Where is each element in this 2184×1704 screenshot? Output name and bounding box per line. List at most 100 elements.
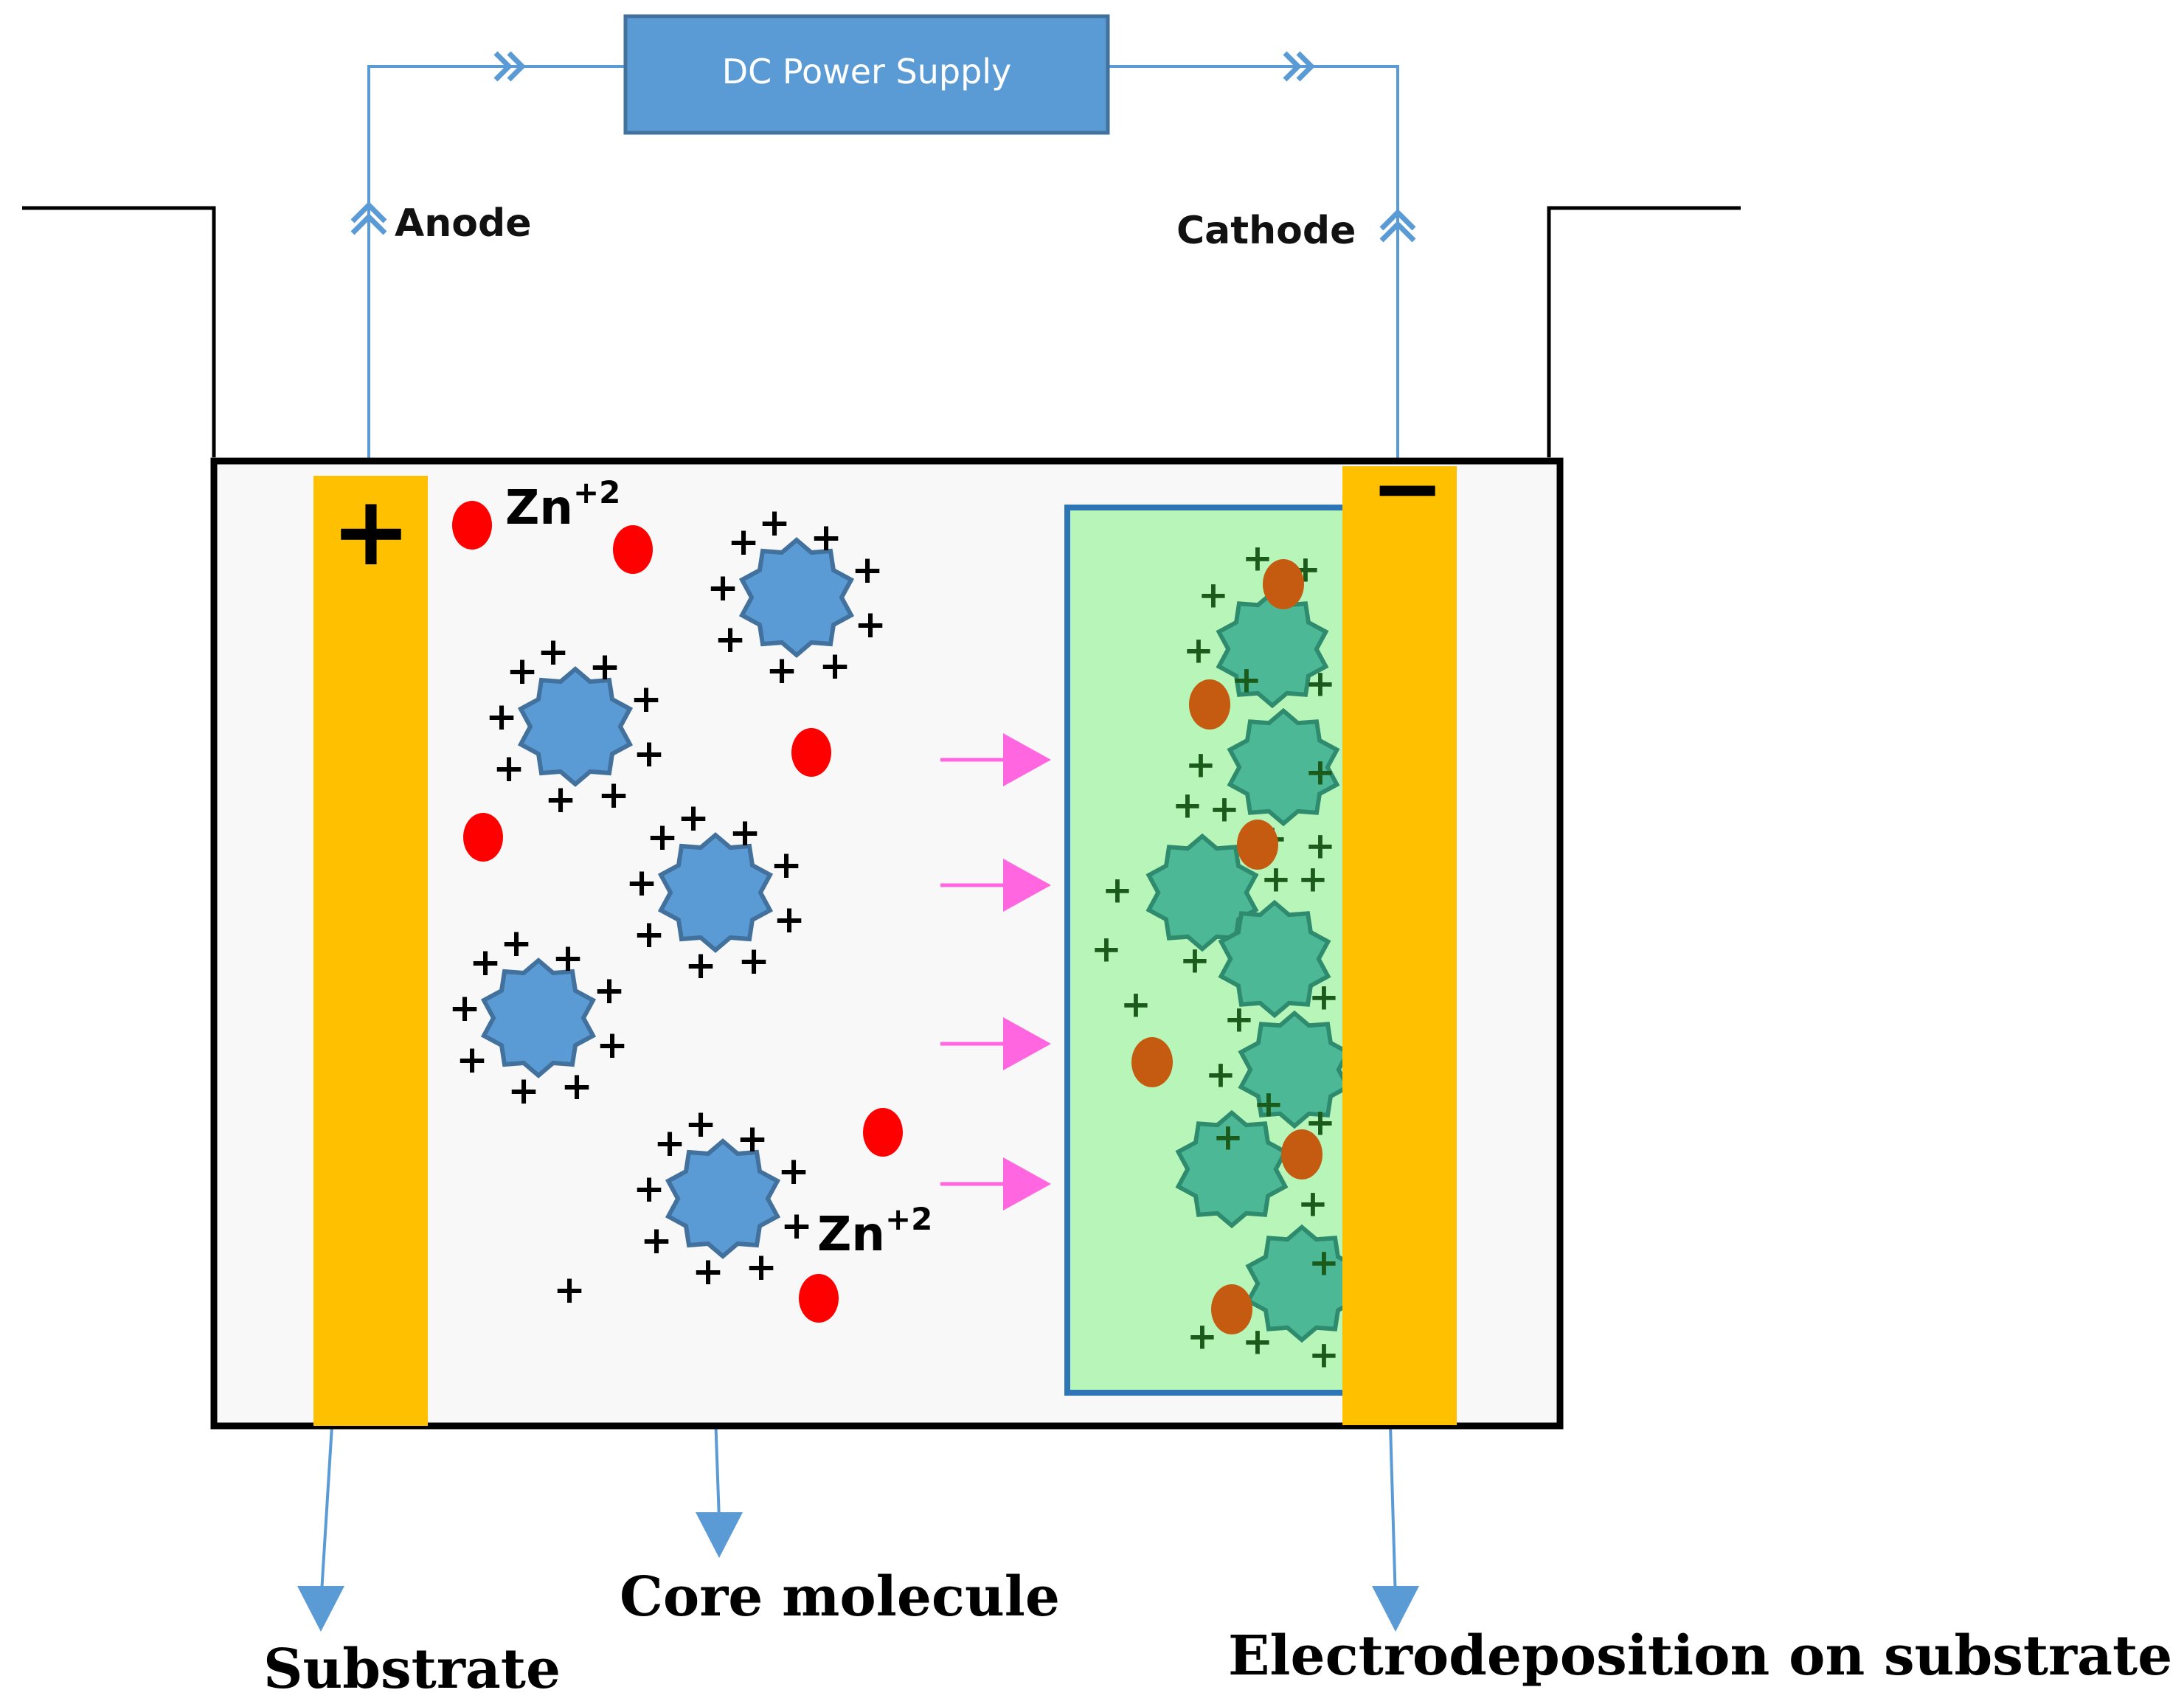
- charge-plus: +: [810, 516, 842, 560]
- wire-chevron-icon: [1283, 51, 1302, 82]
- charge-plus: +: [1102, 869, 1133, 912]
- charge-plus: +: [1308, 1334, 1339, 1376]
- migration-arrow-icon: [1003, 1017, 1051, 1070]
- charge-plus: +: [630, 677, 662, 721]
- charge-plus: +: [777, 1149, 810, 1194]
- charge-plus: +: [773, 898, 805, 942]
- charge-plus: +: [1179, 939, 1210, 982]
- charge-plus: +: [448, 986, 481, 1031]
- cathode-label: Cathode: [1176, 209, 1356, 253]
- deposit-particle-icon: [1237, 820, 1278, 870]
- charge-plus: +: [640, 1219, 673, 1263]
- charge-plus: +: [1185, 744, 1216, 786]
- down-arrow-icon: [696, 1512, 743, 1558]
- charge-plus: +: [625, 861, 658, 905]
- charge-plus: +: [780, 1204, 813, 1248]
- anode-label: Anode: [395, 201, 531, 246]
- zinc-ion-label: Zn+2: [505, 474, 620, 536]
- charge-plus: +: [633, 732, 665, 776]
- charge-plus: +: [684, 943, 717, 988]
- charge-plus: +: [507, 1069, 540, 1113]
- dc-power-supply: DC Power Supply: [623, 14, 1110, 135]
- wire-segment: [367, 65, 625, 476]
- zinc-ion-icon: [863, 1108, 903, 1157]
- charge-plus: +: [770, 843, 802, 887]
- charge-plus: +: [544, 777, 577, 822]
- charge-plus: +: [1120, 983, 1151, 1026]
- electrodeposition-caption: Electrodeposition on substrate: [1228, 1624, 2172, 1688]
- charge-plus: +: [1305, 662, 1336, 705]
- wire-chevron-icon: [507, 51, 526, 82]
- charge-plus: +: [589, 645, 621, 689]
- charge-plus: +: [854, 603, 887, 647]
- deposit-particle-icon: [1211, 1284, 1252, 1334]
- charge-plus: +: [1242, 1320, 1273, 1363]
- charge-plus: +: [493, 747, 525, 791]
- charge-plus: +: [456, 1038, 488, 1082]
- charge-plus: +: [1231, 659, 1262, 702]
- charge-plus: +: [552, 936, 584, 980]
- charge-plus: +: [654, 1121, 686, 1166]
- charge-plus: +: [1253, 1083, 1284, 1126]
- charge-plus: +: [633, 1167, 665, 1211]
- charge-plus: +: [1209, 788, 1240, 831]
- wire-chevron-icon: [350, 201, 387, 224]
- charge-plus: +: [1187, 1315, 1218, 1358]
- charge-plus: +: [646, 815, 679, 859]
- wire-chevron-icon: [493, 51, 513, 82]
- charge-plus: +: [469, 941, 502, 985]
- core-molecule-caption: Core molecule: [620, 1565, 1060, 1629]
- down-arrow-icon: [297, 1586, 344, 1632]
- deposit-particle-icon: [1131, 1037, 1173, 1087]
- charge-plus: +: [736, 1117, 769, 1161]
- wire-segment: [319, 1425, 333, 1605]
- charge-plus: +: [729, 811, 761, 855]
- power-supply-label: DC Power Supply: [722, 52, 1012, 91]
- charge-plus: +: [1172, 784, 1203, 827]
- zinc-ion-icon: [799, 1274, 839, 1323]
- migration-arrow-icon: [1003, 733, 1051, 786]
- wire-chevron-icon: [1379, 221, 1416, 243]
- deposit-particle-icon: [1281, 1129, 1322, 1180]
- deposit-cluster: +++++++++++++++++++++++++++++: [1091, 537, 1355, 1376]
- wire-chevron-icon: [1379, 209, 1416, 231]
- charge-plus: +: [745, 1245, 777, 1289]
- charge-plus: +: [707, 566, 739, 610]
- charge-plus: +: [1198, 574, 1229, 617]
- charge-plus: +: [1224, 998, 1255, 1041]
- charge-plus: +: [596, 1023, 628, 1067]
- charge-plus: +: [1091, 928, 1122, 971]
- charge-plus: +: [1308, 976, 1339, 1019]
- charge-plus: +: [1297, 1182, 1328, 1225]
- deposit-particle-icon: [1263, 559, 1304, 609]
- charge-plus: +: [537, 630, 569, 674]
- circuit-wires: [297, 51, 1419, 1632]
- wire-segment: [1108, 65, 1399, 466]
- zinc-ion-icon: [463, 813, 503, 862]
- charge-plus: +: [738, 939, 770, 983]
- cathode-sign: −: [1370, 437, 1445, 540]
- substrate-caption: Substrate: [263, 1638, 561, 1701]
- charge-plus: +: [677, 796, 710, 840]
- charge-plus: +: [1305, 751, 1336, 794]
- charge-plus: +: [1205, 1053, 1236, 1096]
- charge-plus: +: [553, 1268, 586, 1312]
- charge-plus: +: [1183, 629, 1214, 672]
- charge-plus: +: [766, 648, 798, 693]
- charge-plus: +: [684, 1102, 717, 1146]
- down-arrow-icon: [1372, 1586, 1419, 1632]
- charge-plus: +: [1297, 858, 1328, 901]
- charge-plus: +: [633, 912, 665, 957]
- charge-plus: +: [714, 617, 746, 662]
- charge-plus: +: [1308, 1241, 1339, 1284]
- solution-contents: ++++++++++++++++++++++++++++++++++++++++…: [448, 501, 1051, 1323]
- cathode-electrode: [1342, 466, 1457, 1425]
- charge-plus: +: [1305, 825, 1336, 867]
- wire-chevron-icon: [1296, 51, 1315, 82]
- zinc-ion-icon: [791, 728, 831, 777]
- anode-electrode: [313, 476, 428, 1426]
- container-rim: [22, 206, 1741, 457]
- deposit-particle-icon: [1189, 679, 1230, 730]
- charge-plus: +: [597, 773, 630, 817]
